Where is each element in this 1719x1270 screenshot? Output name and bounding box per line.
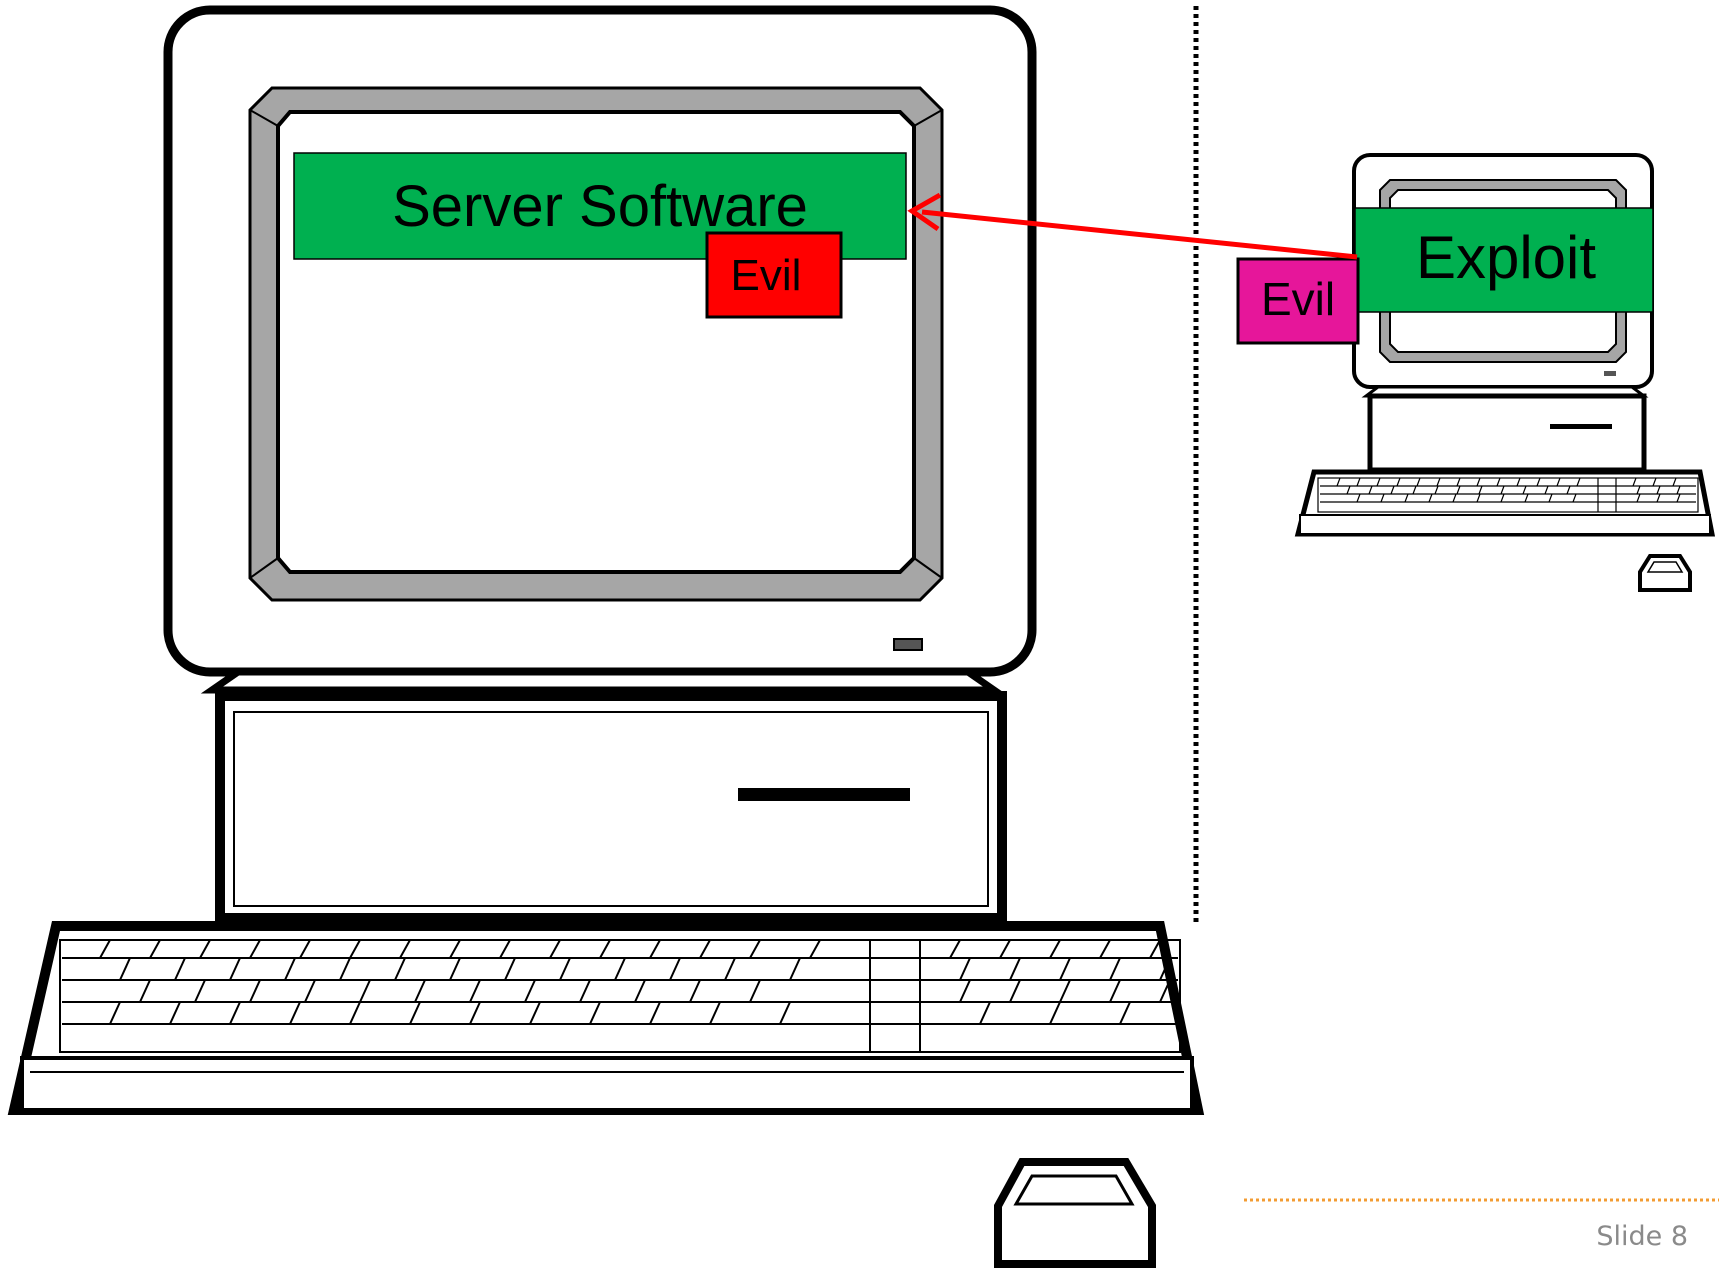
server-evil-label: Evil	[731, 251, 802, 300]
attacker-evil-box: Evil	[1236, 257, 1360, 345]
server-software-box: Server Software	[293, 152, 907, 260]
slide-number: Slide 8	[1596, 1221, 1688, 1252]
attack-arrow-icon	[907, 192, 1358, 260]
server-software-label: Server Software	[392, 174, 808, 239]
exploit-box: Exploit	[1354, 207, 1654, 313]
attacker-evil-label: Evil	[1261, 273, 1335, 325]
server-evil-box: Evil	[705, 231, 843, 319]
keyboard-keys	[59, 939, 1181, 1053]
exploit-label: Exploit	[1416, 224, 1596, 291]
